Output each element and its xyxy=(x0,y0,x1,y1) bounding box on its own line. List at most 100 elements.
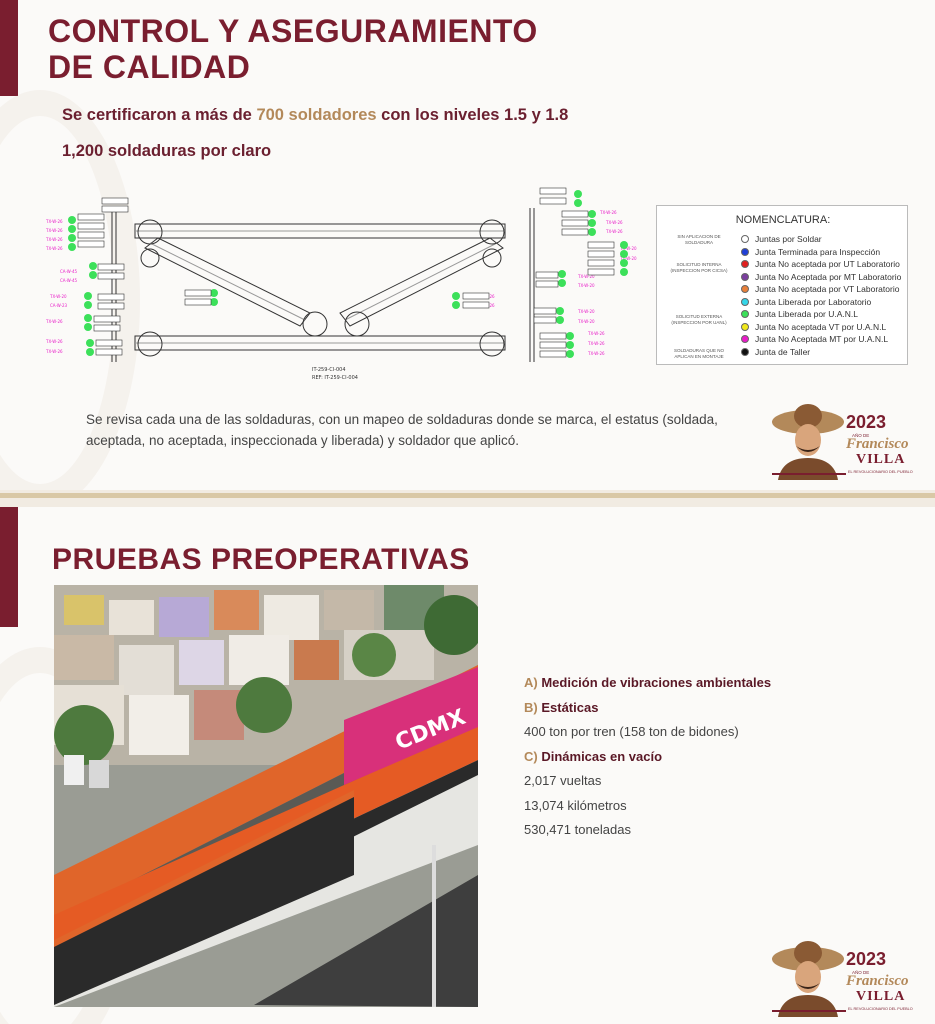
legend-item: Junta Terminada para Inspección xyxy=(741,247,880,257)
francisco-villa-logo: 2023 AÑO DE Francisco VILLA EL REVOLUCIO… xyxy=(770,937,920,1017)
legend-group-external: SOLICITUD EXTERNA (INSPECCION POR UANL) xyxy=(671,314,727,325)
svg-text:TX-W-26: TX-W-26 xyxy=(587,331,605,336)
test-letter: C) xyxy=(524,748,538,764)
logo-surname: VILLA xyxy=(856,452,906,467)
test-detail: 13,074 kilómetros xyxy=(524,797,627,813)
test-item-b: B) Estáticas xyxy=(524,700,904,725)
legend-title: NOMENCLATURA: xyxy=(735,214,831,226)
svg-text:TX-W-20: TX-W-20 xyxy=(619,256,637,261)
logo-year: 2023 xyxy=(846,412,887,432)
svg-text:TX-W-20: TX-W-20 xyxy=(49,294,67,299)
legend-label: Juntas por Soldar xyxy=(755,234,822,244)
title-line-1: CONTROL Y ASEGURAMIENTO xyxy=(48,13,538,49)
legend-item: Junta No Aceptada MT por U.A.N.L xyxy=(741,334,888,344)
welds-per-span-text: 1,200 soldaduras por claro xyxy=(62,142,272,160)
test-heading: Medición de vibraciones ambientales xyxy=(541,675,772,690)
legend-label: Junta Terminada para Inspección xyxy=(755,247,881,257)
test-letter: A) xyxy=(524,675,538,690)
title-line-2: DE CALIDAD xyxy=(48,48,251,85)
legend-swatch xyxy=(741,235,749,243)
legend-group-internal: SOLICITUD INTERNA (INSPECCION POR CICSA) xyxy=(670,262,728,273)
villa-portrait-icon xyxy=(772,404,846,480)
test-detail: 400 ton por tren (158 ton de bidones) xyxy=(524,724,739,739)
legend-item: Junta Liberada por U.A.N.L xyxy=(741,309,858,319)
legend-item: Junta No aceptada por UT Laboratorio xyxy=(741,259,900,269)
svg-text:TX-W-26: TX-W-26 xyxy=(45,349,63,354)
weld-mapping-description: Se revisa cada una de las soldaduras, co… xyxy=(86,412,718,448)
test-item-a: A) Medición de vibraciones ambientales xyxy=(524,675,904,700)
svg-text:TX-W-20: TX-W-20 xyxy=(577,319,595,324)
test-detail: 2,017 vueltas xyxy=(524,773,602,788)
legend-swatch xyxy=(741,335,749,343)
svg-text:TX-W-26: TX-W-26 xyxy=(45,228,63,233)
svg-text:TX-W-26: TX-W-26 xyxy=(45,339,63,344)
slide-preoperative-tests: PRUEBAS PREOPERATIVAS xyxy=(0,507,935,1024)
test-heading: Dinámicas en vacío xyxy=(541,748,663,764)
test-item-c: C) Dinámicas en vacío xyxy=(524,749,904,774)
legend-item: Juntas por Soldar xyxy=(741,234,822,244)
logo-year: 2023 xyxy=(846,949,887,969)
svg-text:CA-W-45: CA-W-45 xyxy=(60,269,78,274)
legend-group-not-applicable: SOLDADURAS QUE NO APLICAN EN MONTAJE xyxy=(673,348,724,359)
legend-group-no-weld: SIN APLICACION DE SOLDADURA xyxy=(677,234,721,245)
test-heading: Estáticas xyxy=(541,699,599,715)
legend-item: Junta No aceptada por VT Laboratorio xyxy=(741,284,899,294)
subtitle-pre: Se certificaron a más de xyxy=(62,106,257,124)
legend-label: Junta No aceptada por UT Laboratorio xyxy=(755,259,900,269)
slide-quality-control: CONTROL Y ASEGURAMIENTO DE CALIDAD Se ce… xyxy=(0,0,935,490)
logo-tagline: AÑO DE xyxy=(852,433,870,438)
legend-label: Junta de Taller xyxy=(755,347,811,357)
villa-portrait-icon xyxy=(772,941,846,1017)
svg-text:TX-W-26: TX-W-26 xyxy=(45,237,63,242)
accent-bar xyxy=(0,507,18,627)
svg-text:TX-W-26: TX-W-26 xyxy=(605,229,623,234)
drawing-ref-2: REF: IT-259-CI-004 xyxy=(312,375,358,381)
legend-label: Junta Liberada por Laboratorio xyxy=(755,297,872,307)
subtitle-post: con los niveles 1.5 y 1.8 xyxy=(376,106,569,124)
legend-label: Junta No aceptada por VT Laboratorio xyxy=(755,284,900,294)
svg-text:TX-W-26: TX-W-26 xyxy=(45,219,63,224)
train-aerial-photo: CDMX xyxy=(54,585,478,1007)
logo-surname: VILLA xyxy=(856,989,906,1004)
legend-swatch xyxy=(741,348,749,356)
legend-item: Junta de Taller xyxy=(741,347,810,357)
legend-swatch xyxy=(741,298,749,306)
svg-text:TX-W-26: TX-W-26 xyxy=(587,341,605,346)
svg-text:CA-W-45: CA-W-45 xyxy=(60,278,78,283)
legend-label: Junta Liberada por U.A.N.L xyxy=(755,309,859,319)
legend-label: Junta No Aceptada MT por U.A.N.L xyxy=(755,334,889,344)
svg-text:TX-W-20: TX-W-20 xyxy=(577,283,595,288)
accent-bar xyxy=(0,0,18,96)
legend-label: Junta No aceptada VT por U.A.N.L xyxy=(755,322,887,332)
slide-title: PRUEBAS PREOPERATIVAS xyxy=(52,543,470,576)
drawing-ref-1: IT-259-CI-004 xyxy=(312,367,346,373)
welders-count: 700 soldadores xyxy=(256,106,377,124)
train-photo-illustration: CDMX xyxy=(54,585,478,1007)
legend-swatch xyxy=(741,260,749,268)
legend-swatch xyxy=(741,310,749,318)
legend-label: Junta No Aceptada por MT Laboratorio xyxy=(755,272,902,282)
nomenclature-legend: NOMENCLATURA: SIN APLICACION DE SOLDADUR… xyxy=(656,205,908,365)
svg-text:TX-W-20: TX-W-20 xyxy=(619,246,637,251)
welders-certified-text: Se certificaron a más de 700 soldadores … xyxy=(62,106,568,125)
legend-swatch xyxy=(741,323,749,331)
test-detail: 530,471 toneladas xyxy=(524,822,631,837)
preoperative-test-list: A) Medición de vibraciones ambientales B… xyxy=(524,675,904,847)
legend-item: Junta No aceptada VT por U.A.N.L xyxy=(741,322,886,332)
logo-name: Francisco xyxy=(846,436,909,452)
slide-divider-line xyxy=(0,493,935,498)
legend-swatch xyxy=(741,273,749,281)
svg-text:TX-W-26: TX-W-26 xyxy=(45,319,63,324)
logo-tagline: AÑO DE xyxy=(852,970,870,975)
test-letter: B) xyxy=(524,699,538,715)
svg-text:TX-W-26: TX-W-26 xyxy=(605,220,623,225)
slide-title: CONTROL Y ASEGURAMIENTO DE CALIDAD xyxy=(48,13,538,86)
logo-name: Francisco xyxy=(846,973,909,989)
svg-text:TX-W-26: TX-W-26 xyxy=(599,210,617,215)
legend-swatch xyxy=(741,248,749,256)
svg-text:TX-W-26: TX-W-26 xyxy=(587,351,605,356)
svg-text:TX-W-20: TX-W-20 xyxy=(577,274,595,279)
svg-text:CA-W-23: CA-W-23 xyxy=(50,303,68,308)
legend-item: Junta Liberada por Laboratorio xyxy=(741,297,871,307)
